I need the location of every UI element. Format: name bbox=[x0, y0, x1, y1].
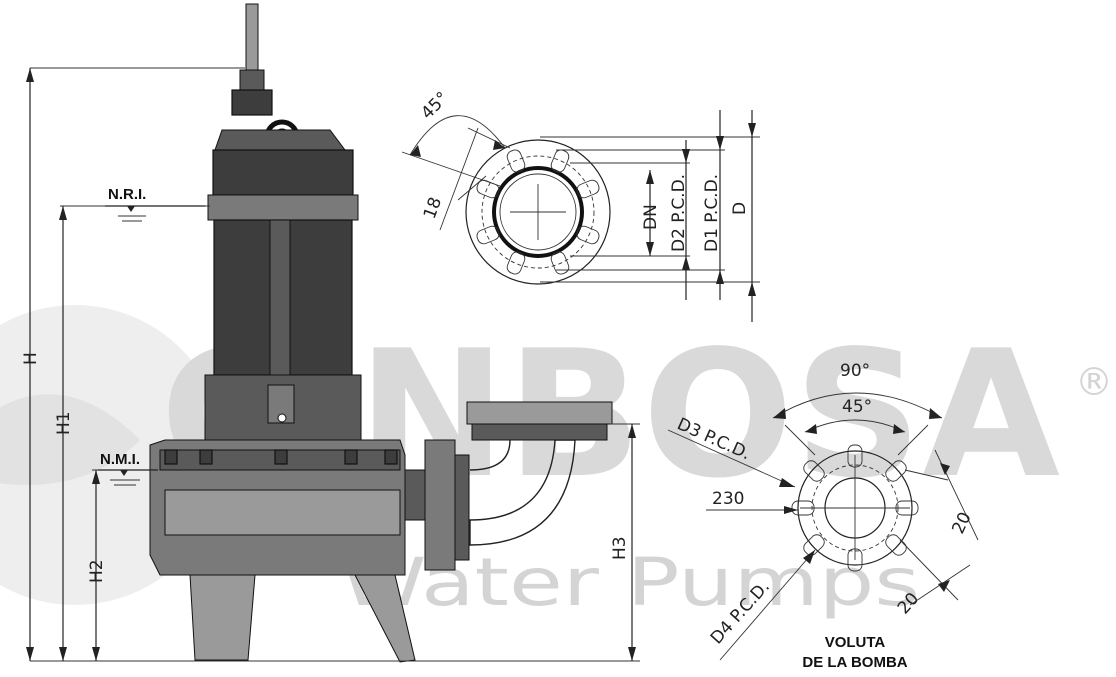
volute-90-label: 90° bbox=[840, 361, 870, 381]
volute-230-label: 230 bbox=[712, 489, 744, 509]
watermark-logo-swirl bbox=[0, 394, 140, 485]
caption-line1: VOLUTA bbox=[825, 634, 886, 651]
discharge-bend-inner bbox=[469, 439, 511, 471]
h2-label: H2 bbox=[87, 559, 107, 583]
nmi-label: N.M.I. bbox=[100, 451, 140, 468]
volute-45-label: 45° bbox=[842, 397, 872, 417]
volute-lower bbox=[164, 489, 401, 536]
flange-angle-label: 45° bbox=[417, 88, 452, 123]
flange-angle-arc bbox=[409, 115, 506, 156]
water-level-nri: N.R.I. bbox=[105, 186, 205, 222]
volute-discharge-flange bbox=[424, 439, 456, 571]
volute-90-arc bbox=[772, 392, 943, 419]
flange-outer-circle bbox=[465, 139, 611, 285]
coupling-flange bbox=[454, 454, 470, 561]
h3-label: H3 bbox=[610, 536, 630, 560]
flange-detail: 45° 18 DN D2 P.C.D. D1 P.C.D. D bbox=[401, 88, 760, 322]
oil-plug bbox=[277, 413, 287, 423]
left-support-leg bbox=[189, 574, 256, 661]
h-label: H bbox=[21, 352, 41, 365]
cable-inlet bbox=[231, 89, 273, 116]
water-level-nmi: N.M.I. bbox=[98, 451, 158, 486]
motor-top-cap bbox=[214, 129, 346, 151]
d1-label: D1 P.C.D. bbox=[702, 174, 722, 252]
flange-bore bbox=[492, 166, 584, 258]
cable-gland bbox=[239, 69, 265, 93]
d2-label: D2 P.C.D. bbox=[669, 174, 689, 252]
volute-outer-circle bbox=[797, 450, 913, 566]
caption-line2: DE LA BOMBA bbox=[802, 654, 907, 671]
outlet-flange-bolts bbox=[471, 423, 608, 441]
upper-flange bbox=[207, 194, 359, 221]
flange-bore-inner bbox=[499, 173, 577, 251]
right-support-leg bbox=[354, 574, 416, 663]
volute-bolt-slots bbox=[791, 444, 919, 572]
dn-label: DN bbox=[641, 204, 661, 230]
motor-cover bbox=[212, 149, 354, 196]
outlet-flange bbox=[466, 401, 613, 425]
pump-side-view bbox=[149, 3, 613, 663]
power-cable bbox=[245, 3, 259, 73]
d-label: D bbox=[730, 202, 750, 215]
flange-pcd-circle bbox=[481, 155, 595, 269]
housing-rib bbox=[269, 219, 291, 376]
volute-bolts bbox=[164, 449, 398, 465]
h1-label: H1 bbox=[54, 411, 74, 435]
flange-hole-label: 18 bbox=[420, 195, 446, 222]
nri-label: N.R.I. bbox=[108, 186, 146, 203]
watermark-registered-mark: ® bbox=[1075, 360, 1113, 404]
